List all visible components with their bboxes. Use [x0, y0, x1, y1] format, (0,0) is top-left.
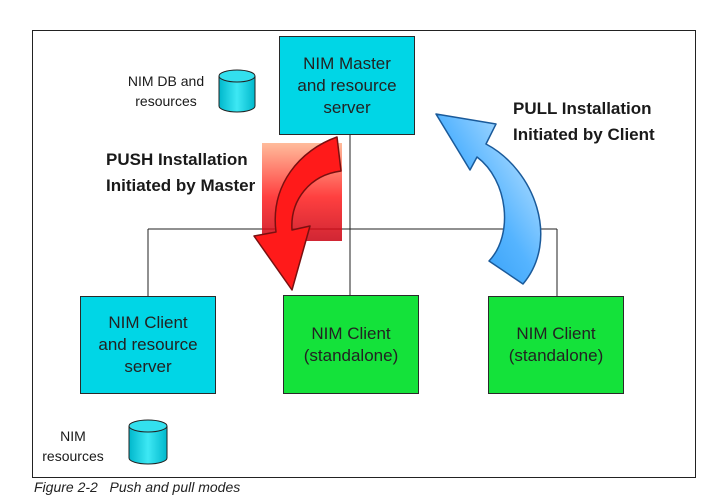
client-db-line1: NIM	[60, 428, 86, 444]
pull-arrow	[435, 113, 542, 285]
client-db-line2: resources	[42, 448, 104, 464]
push-label: PUSH Installation Initiated by Master	[106, 147, 255, 199]
nim-master-line3: server	[323, 97, 371, 117]
master-db-line2: resources	[135, 93, 197, 109]
client-db-label: NIM resources	[36, 426, 110, 466]
push-label-line1: PUSH Installation	[106, 150, 248, 169]
master-database-icon	[218, 69, 256, 113]
push-label-line2: Initiated by Master	[106, 176, 256, 195]
nim-master-line2: and resource	[297, 75, 397, 95]
master-db-line1: NIM DB and	[127, 73, 205, 89]
pull-label: PULL Installation Initiated by Client	[513, 96, 655, 148]
client-standalone-1-line1: NIM Client	[311, 323, 391, 343]
client-standalone-2-line2: (standalone)	[508, 346, 604, 365]
figure-caption: Figure 2-2 Push and pull modes	[34, 479, 240, 495]
nim-master-box: NIM Master and resource server	[279, 36, 415, 135]
pull-label-line2: Initiated by Client	[513, 125, 655, 144]
nim-client-standalone-box-2: NIM Client (standalone)	[488, 296, 624, 394]
pull-label-line1: PULL Installation	[513, 99, 652, 118]
client-standalone-2-line1: NIM Client	[516, 324, 596, 343]
nim-master-line1: NIM Master	[303, 53, 391, 73]
push-arrow	[253, 136, 342, 291]
master-db-label: NIM DB and resources	[118, 71, 214, 111]
nim-client-standalone-box-1: NIM Client (standalone)	[283, 295, 419, 394]
nim-client-resource-box: NIM Client and resource server	[80, 296, 216, 394]
client-resource-line1: NIM Client	[108, 313, 188, 332]
client-database-icon	[128, 419, 168, 465]
figure-caption-text: Push and pull modes	[109, 479, 241, 495]
client-standalone-1-line2: (standalone)	[303, 345, 399, 365]
figure-caption-label: Figure 2-2	[34, 479, 98, 495]
client-resource-line2: and resource	[98, 335, 198, 354]
connection-lines	[147, 135, 558, 296]
client-resource-line3: server	[124, 357, 172, 376]
